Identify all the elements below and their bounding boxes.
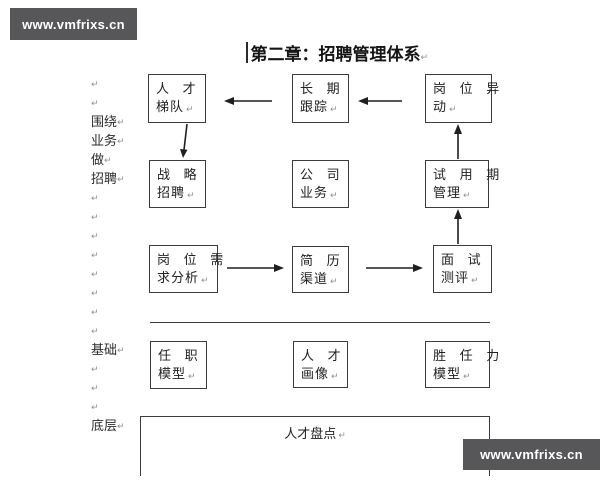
paragraph-mark: ↵ (91, 401, 99, 412)
rail-label-surround-1: 围绕↵ (91, 114, 125, 129)
flow-box-talent-pipeline: 人 才 梯队↵ (148, 74, 206, 123)
paragraph-mark: ↵ (91, 363, 99, 374)
watermark-banner-top-left: www.vmfrixs.cn (10, 8, 137, 40)
left-margin-column: ↵ ↵ 围绕↵ 业务↵ 做↵ 招聘↵ ↵ ↵ ↵ ↵ ↵ ↵ ↵ ↵ 基础↵ ↵… (91, 73, 143, 434)
flow-box-long-term-tracking: 长 期 跟踪↵ (292, 74, 349, 123)
paragraph-mark: ↵ (91, 268, 99, 279)
rail-row: ↵ (91, 396, 143, 415)
rail-label-bottom-layer: 底层↵ (91, 418, 125, 433)
rail-row: ↵ (91, 92, 143, 111)
flow-box-company-business: 公 司 业务↵ (292, 160, 349, 208)
paragraph-mark: ↵ (463, 371, 472, 381)
rail-row: ↵ (91, 187, 143, 206)
paragraph-mark: ↵ (471, 275, 480, 285)
rail-row: ↵ (91, 263, 143, 282)
page-title: 第二章：招聘管理体系 ↵ (246, 41, 428, 64)
paragraph-mark: ↵ (331, 371, 340, 381)
arrow-interview-to-probation (454, 209, 462, 244)
rail-row: ↵ (91, 320, 143, 339)
rail-row: ↵ (91, 244, 143, 263)
rail-row: ↵ (91, 73, 143, 92)
paragraph-mark: ↵ (91, 97, 99, 108)
text-cursor (246, 42, 248, 63)
paragraph-mark: ↵ (91, 382, 99, 393)
paragraph-mark: ↵ (187, 190, 196, 200)
paragraph-mark: ↵ (91, 306, 99, 317)
paragraph-mark: ↵ (330, 104, 339, 114)
paragraph-mark: ↵ (186, 104, 195, 114)
paragraph-mark: ↵ (104, 154, 112, 165)
paragraph-mark: ↵ (463, 190, 472, 200)
rail-label-surround-2: 业务↵ (91, 133, 125, 148)
paragraph-mark: ↵ (117, 344, 125, 355)
flow-box-probation-management: 试 用 期 管理↵ (425, 160, 499, 208)
paragraph-mark: ↵ (201, 275, 210, 285)
paragraph-mark: ↵ (338, 430, 346, 440)
watermark-banner-bottom-right: www.vmfrixs.cn (463, 439, 600, 470)
paragraph-mark: ↵ (91, 287, 99, 298)
flow-box-talent-portrait: 人 才 画像↵ (293, 341, 348, 388)
paragraph-mark: ↵ (330, 190, 339, 200)
rail-label-surround-3: 做↵ (91, 152, 112, 167)
paragraph-mark: ↵ (449, 104, 458, 114)
rail-row: ↵ (91, 377, 143, 396)
paragraph-mark: ↵ (91, 325, 99, 336)
paragraph-mark: ↵ (91, 230, 99, 241)
flow-box-interview-assessment: 面 试 测评↵ (433, 245, 492, 293)
layer-separator-line (150, 322, 490, 323)
arrow-channels-to-interview (366, 264, 423, 272)
paragraph-mark: ↵ (117, 135, 125, 146)
title-text: 第二章：招聘管理体系 (250, 45, 421, 64)
rail-label-surround-4: 招聘↵ (91, 171, 125, 186)
arrow-tracking-to-pipeline (224, 97, 272, 105)
paragraph-mark: ↵ (91, 211, 99, 222)
paragraph-mark: ↵ (188, 371, 197, 381)
paragraph-mark: ↵ (91, 249, 99, 260)
flow-box-strategic-recruiting: 战 略 招聘↵ (149, 160, 206, 208)
paragraph-mark: ↵ (330, 276, 339, 286)
flow-box-job-model: 任 职 模型↵ (150, 341, 207, 389)
rail-row: ↵ (91, 301, 143, 320)
flow-box-competency-model: 胜 任 力 模型↵ (425, 341, 499, 388)
flow-box-position-transfer: 岗 位 异 动↵ (425, 74, 499, 123)
flow-box-talent-inventory: 人才盘点 ↵ (140, 416, 490, 476)
arrow-analysis-to-channels (227, 264, 284, 272)
paragraph-mark: ↵ (420, 52, 429, 62)
rail-label-foundation: 基础↵ (91, 342, 125, 357)
paragraph-mark: ↵ (117, 116, 125, 127)
paragraph-mark: ↵ (91, 192, 99, 203)
arrow-transfer-to-tracking (358, 97, 402, 105)
paragraph-mark: ↵ (117, 420, 125, 431)
arrow-probation-to-transfer (454, 124, 462, 159)
arrow-pipeline-to-strategic (180, 123, 188, 158)
rail-row: ↵ (91, 225, 143, 244)
rail-row: ↵ (91, 282, 143, 301)
flow-box-job-requirement-analysis: 岗 位 需 求分析↵ (149, 245, 223, 293)
rail-row: ↵ (91, 358, 143, 377)
paragraph-mark: ↵ (91, 78, 99, 89)
flow-box-resume-channels: 简 历 渠道↵ (292, 246, 349, 293)
paragraph-mark: ↵ (117, 173, 125, 184)
rail-row: ↵ (91, 206, 143, 225)
